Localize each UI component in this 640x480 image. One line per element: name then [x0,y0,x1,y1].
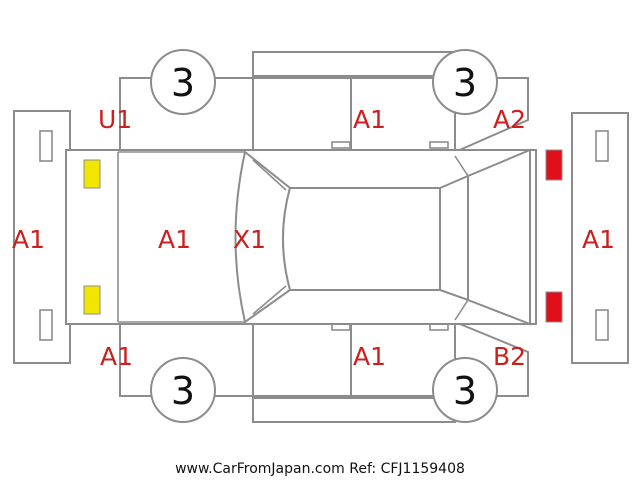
wheel-rear-right: 3 [432,357,498,423]
wheel-front-left: 3 [150,49,216,115]
rear-left-lamp [545,149,563,181]
front-bumper [13,110,71,364]
front-right-lamp [83,285,101,315]
label-hood: A1 [158,225,191,254]
front-left-lamp [83,159,101,189]
wheel-rear-left: 3 [432,49,498,115]
label-right-doors: A1 [353,342,386,371]
label-windshield: X1 [233,225,266,254]
label-front-left-fender: U1 [98,105,132,134]
label-front-right-fender: A1 [100,342,133,371]
label-left-doors: A1 [353,105,386,134]
wheel-rear-right-number: 3 [453,369,477,413]
left-side-panels [119,51,529,154]
rear-bumper [571,112,629,364]
label-right-rear-quarter: B2 [493,342,526,371]
wheel-front-right: 3 [150,357,216,423]
wheel-front-left-number: 3 [171,61,195,105]
car-body-top-view [65,148,537,326]
rear-right-lamp [545,291,563,323]
wheel-rear-left-number: 3 [453,61,477,105]
reference-footer: www.CarFromJapan.com Ref: CFJ1159408 [175,461,465,477]
wheel-front-right-number: 3 [171,369,195,413]
label-rear-bumper: A1 [582,225,615,254]
label-left-rear-quarter: A2 [493,105,526,134]
label-front-bumper: A1 [12,225,45,254]
